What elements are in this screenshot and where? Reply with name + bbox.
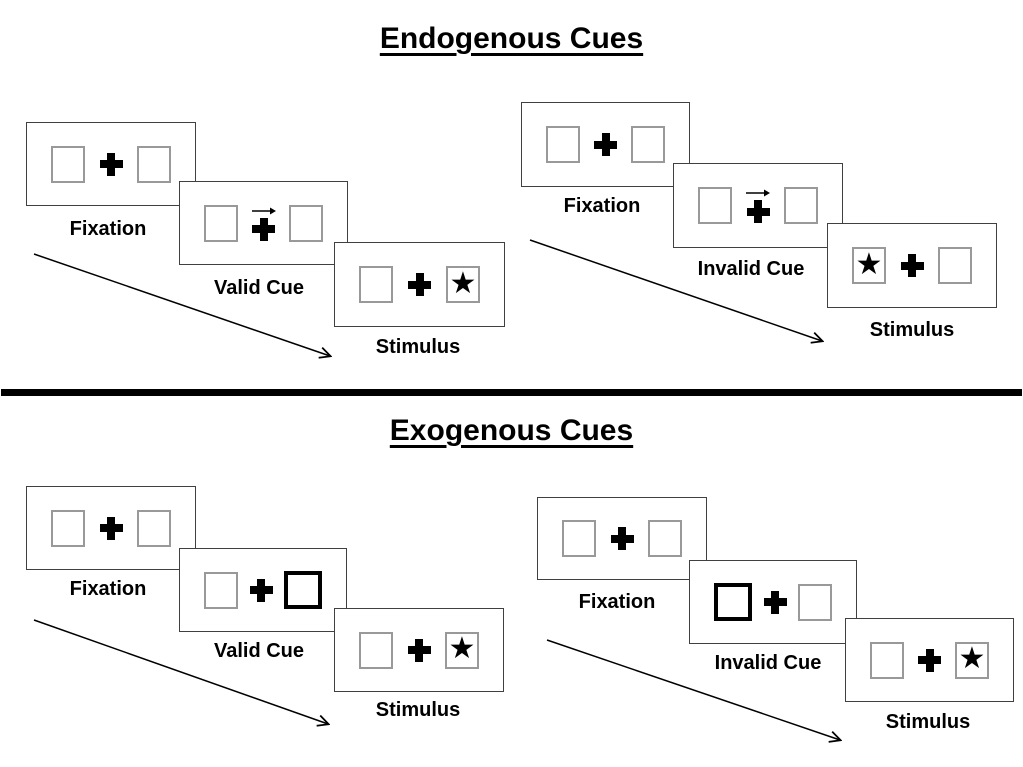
timeline-arrow: [33, 253, 342, 365]
panel-fixation: [26, 486, 196, 570]
right-box: ★: [446, 266, 480, 303]
fixation-cross-icon: [408, 273, 431, 296]
section-title-endogenous: Endogenous Cues: [379, 22, 644, 55]
panel-fixation: [26, 122, 196, 206]
right-box: [784, 187, 818, 224]
label-fixation: Fixation: [69, 218, 147, 240]
label-stimulus: Stimulus: [375, 336, 461, 358]
panel-valid-cue: [179, 181, 348, 265]
section-title-exogenous: Exogenous Cues: [389, 414, 634, 447]
label-fixation: Fixation: [578, 591, 656, 613]
right-box: [631, 126, 665, 163]
right-box-cue-highlight: [284, 571, 322, 609]
left-box: [51, 509, 85, 547]
fixation-cross-icon: [594, 133, 617, 156]
panel-stimulus: ★: [845, 618, 1014, 702]
timeline-arrow: [546, 639, 853, 751]
right-box: [798, 583, 832, 621]
label-invalid-cue: Invalid Cue: [697, 258, 805, 280]
fixation-cross-icon: [99, 516, 123, 540]
left-box: [562, 520, 596, 557]
left-box: [359, 631, 393, 669]
timeline-arrow: [529, 239, 834, 351]
panel-stimulus: ★: [334, 608, 504, 692]
fixation-cross-icon: [252, 217, 275, 241]
star-icon: ★: [855, 246, 883, 282]
right-box: [648, 520, 682, 557]
panel-fixation: [521, 102, 690, 187]
left-box: [870, 641, 904, 679]
fixation-cross-icon: [746, 200, 770, 223]
left-box: [204, 204, 238, 242]
panel-invalid-cue: [689, 560, 857, 644]
fixation-cross-icon: [900, 254, 924, 277]
label-fixation: Fixation: [563, 195, 641, 217]
panel-invalid-cue: [673, 163, 843, 248]
fixation-cross-icon: [99, 152, 123, 176]
label-invalid-cue: Invalid Cue: [714, 652, 822, 674]
cue-arrow-right-icon: [746, 189, 770, 197]
fixation-cross-icon: [407, 638, 431, 662]
section-divider: [1, 389, 1022, 396]
right-box: [289, 204, 323, 242]
panel-valid-cue: [179, 548, 347, 632]
star-icon: ★: [449, 265, 477, 301]
label-valid-cue: Valid Cue: [213, 640, 305, 662]
star-icon: ★: [448, 631, 476, 666]
label-stimulus: Stimulus: [375, 699, 461, 721]
left-box-cue-highlight: [714, 583, 752, 621]
left-box: [698, 187, 732, 224]
left-box: [204, 571, 238, 609]
label-valid-cue: Valid Cue: [213, 277, 305, 299]
fixation-cross-icon: [610, 527, 634, 550]
right-box: ★: [445, 631, 479, 669]
panel-fixation: [537, 497, 707, 580]
left-box: ★: [852, 247, 886, 284]
label-stimulus: Stimulus: [885, 711, 971, 733]
right-box: [938, 247, 972, 284]
cue-arrow-right-icon: [251, 207, 276, 214]
panel-stimulus: ★: [827, 223, 997, 308]
right-box: [137, 145, 171, 183]
left-box: [359, 266, 393, 303]
fixation-cross-icon: [249, 578, 273, 602]
fixation-cross-icon: [918, 648, 941, 672]
right-box: [137, 509, 171, 547]
label-fixation: Fixation: [69, 578, 147, 600]
left-box: [546, 126, 580, 163]
right-box: ★: [955, 641, 989, 679]
label-stimulus: Stimulus: [869, 319, 955, 341]
star-icon: ★: [958, 641, 986, 676]
fixation-cross-icon: [763, 590, 787, 614]
left-box: [51, 145, 85, 183]
panel-stimulus: ★: [334, 242, 505, 327]
timeline-arrow: [33, 619, 342, 734]
